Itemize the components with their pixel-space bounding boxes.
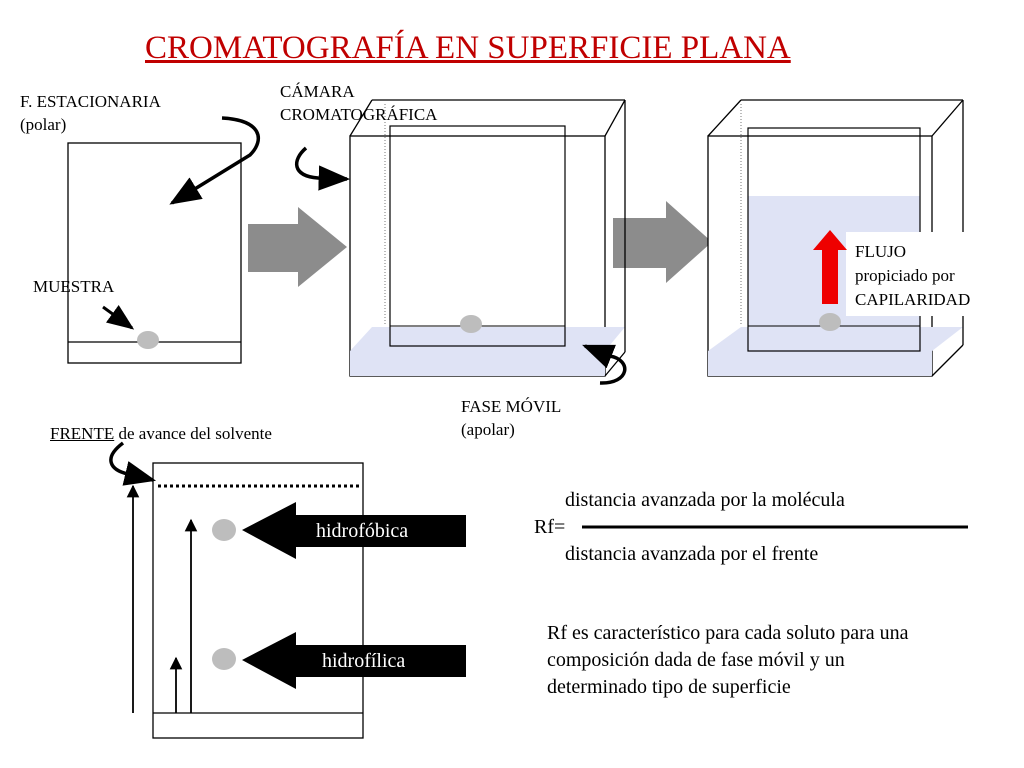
solvent-front-label-rest: de avance del solvente [114, 424, 272, 443]
mobile-phase-label-line1: FASE MÓVIL [461, 397, 562, 416]
hydrophobic-label: hidrofóbica [316, 520, 409, 542]
mobile-phase-pointer-arrow [582, 344, 627, 385]
process-arrow-2 [613, 201, 712, 283]
mobile-phase-label: FASE MÓVIL (apolar) [461, 395, 561, 441]
chamber-developing [707, 99, 964, 377]
sample-pointer-arrow [102, 305, 135, 330]
chamber-label-line2: CROMATOGRÁFICA [280, 105, 438, 124]
rf-note-line3: determinado tipo de superficie [547, 676, 791, 698]
flow-label-bg [846, 232, 996, 316]
page-title: CROMATOGRAFÍA EN SUPERFICIE PLANA [145, 30, 791, 66]
chamber-label-line1: CÁMARA [280, 82, 355, 101]
rf-note: Rf es característico para cada soluto pa… [547, 620, 908, 701]
hydrophobic-arrow [242, 502, 466, 559]
flow-label-line1: FLUJO [855, 242, 907, 261]
hydrophilic-label: hidrofílica [322, 650, 406, 672]
mobile-phase-label-line2: (apolar) [461, 420, 515, 439]
sample-label: MUESTRA [33, 277, 115, 296]
solvent-front-label: FRENTE de avance del solvente [50, 422, 272, 445]
rf-numerator: distancia avanzada por la molécula [565, 489, 845, 511]
chamber-start-spot [460, 315, 482, 333]
stationary-phase-label-line1: F. ESTACIONARIA [20, 92, 161, 111]
sample-spot [137, 331, 159, 349]
solvent-front-label-keyword: FRENTE [50, 424, 115, 443]
stationary-phase-label: F. ESTACIONARIA (polar) [20, 90, 161, 136]
chamber-start [349, 99, 626, 377]
hydrophilic-arrow [242, 632, 466, 689]
front-pointer-arrow [109, 441, 157, 486]
stationary-phase-label-line2: (polar) [20, 115, 67, 134]
developed-plate [152, 462, 364, 739]
hydrophobic-spot [212, 519, 236, 541]
process-arrow-1 [248, 207, 347, 287]
chamber-pointer-arrow [295, 146, 351, 191]
flow-up-arrow [813, 230, 847, 304]
rf-note-line2: composición dada de fase móvil y un [547, 649, 845, 671]
chamber-label: CÁMARA CROMATOGRÁFICA [280, 80, 437, 126]
flow-label: FLUJO propiciado por CAPILARIDAD [855, 240, 970, 312]
stationary-pointer-arrow [169, 116, 260, 205]
chamber-developing-spot [819, 313, 841, 331]
rf-note-line1: Rf es característico para cada soluto pa… [547, 622, 909, 644]
flow-label-line2: propiciado por [855, 266, 955, 285]
rf-denominator: distancia avanzada por el frente [565, 543, 819, 565]
rf-lhs: Rf= [534, 516, 566, 538]
flow-label-line3: CAPILARIDAD [855, 290, 971, 309]
hydrophilic-spot [212, 648, 236, 670]
